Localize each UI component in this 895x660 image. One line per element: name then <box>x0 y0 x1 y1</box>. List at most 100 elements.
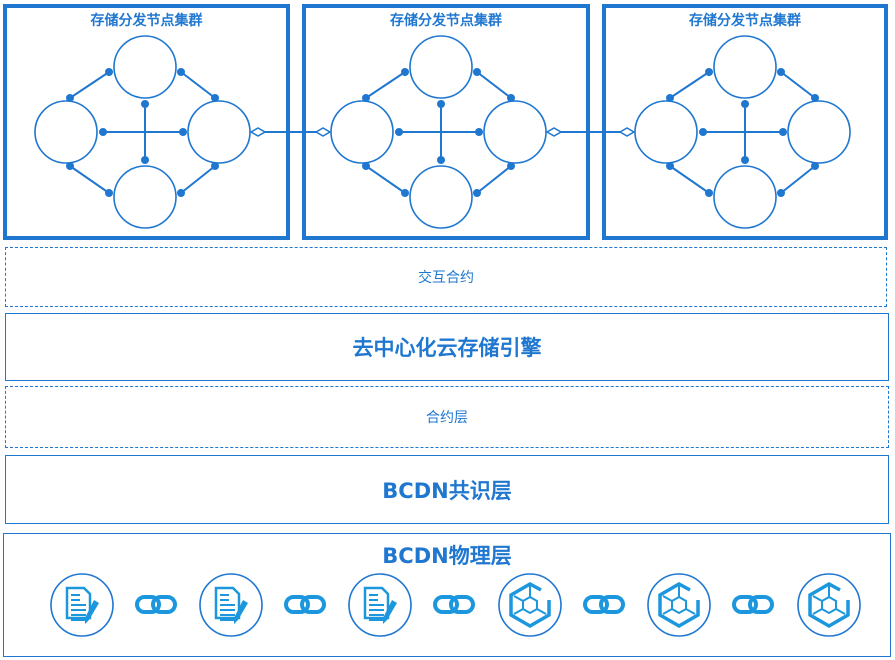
connector-line <box>69 71 110 99</box>
cube-icon <box>647 573 711 637</box>
connector-dot <box>105 189 113 197</box>
cube-edge <box>662 608 673 615</box>
storage-node-circle <box>787 100 851 164</box>
storage-node-circle <box>330 100 394 164</box>
connector-dot <box>666 94 674 102</box>
connector-dot <box>401 189 409 197</box>
diamond-connector-icon <box>249 127 267 137</box>
icon-circle <box>498 573 562 637</box>
interaction-contract-layer: 交互合约 <box>5 247 887 307</box>
connector-dot <box>507 162 515 170</box>
connector-dot <box>473 189 481 197</box>
interaction-contract-label: 交互合约 <box>418 270 474 286</box>
document-shape <box>65 586 92 620</box>
connector-line <box>365 165 406 194</box>
cluster-title: 存储分发节点集群 <box>390 12 502 29</box>
cube-edge <box>662 595 673 602</box>
chain-ring <box>449 595 475 614</box>
physical-icons <box>50 573 861 637</box>
connector-line <box>780 165 816 194</box>
cluster-border <box>602 4 888 240</box>
chain-link-icon <box>135 595 177 614</box>
diamond-connector-icon <box>314 127 332 137</box>
cluster-title: 存储分发节点集群 <box>91 12 203 29</box>
connector-dot <box>475 128 483 136</box>
connector-dot <box>141 156 149 164</box>
connector-dot <box>811 162 819 170</box>
cube-edge <box>685 608 696 615</box>
connector-line <box>180 165 216 194</box>
cube-edge <box>513 608 524 615</box>
connector-dot <box>401 68 409 76</box>
cube-edge <box>536 608 547 615</box>
connector-dot <box>66 94 74 102</box>
connector-dot <box>437 100 445 108</box>
connector-dot <box>741 156 749 164</box>
connector-dot <box>362 94 370 102</box>
chain-ring <box>151 595 177 614</box>
storage-node-circle <box>409 165 473 229</box>
connector-line <box>180 71 216 99</box>
contract-layer-label: 合约层 <box>426 410 468 426</box>
chain-link-icon <box>583 595 625 614</box>
connector-dot <box>179 128 187 136</box>
cube-icon <box>797 573 861 637</box>
connector-dot <box>473 68 481 76</box>
connector-dot <box>777 189 785 197</box>
connector-line <box>780 71 816 99</box>
cube-edge <box>812 595 823 602</box>
storage-engine-label: 去中心化云存储引擎 <box>352 336 542 360</box>
storage-node-circle <box>409 35 473 99</box>
connector-line <box>476 165 512 194</box>
node-cluster: 存储分发节点集群 <box>302 4 590 240</box>
cube-outline <box>658 581 700 629</box>
connector-dot <box>437 156 445 164</box>
storage-engine-layer: 去中心化云存储引擎 <box>5 313 889 381</box>
connector-dot <box>507 94 515 102</box>
diamond-connector-icon <box>618 127 636 137</box>
storage-node-circle <box>634 100 698 164</box>
physical-layer: BCDN物理层 <box>3 533 891 657</box>
connector-dot <box>177 68 185 76</box>
document-shape <box>214 586 241 620</box>
consensus-layer-label: BCDN共识层 <box>382 478 512 503</box>
storage-node-circle <box>713 35 777 99</box>
cube-edge <box>812 608 823 615</box>
connector-dot <box>741 100 749 108</box>
chain-link-icon <box>433 595 475 614</box>
connector-line <box>669 165 710 194</box>
node-cluster: 存储分发节点集群 <box>3 4 290 240</box>
chain-link-icon <box>284 595 326 614</box>
chain-ring <box>599 595 625 614</box>
connector-dot <box>105 68 113 76</box>
connector-dot <box>811 94 819 102</box>
connector-line <box>669 71 710 99</box>
connector-dot <box>362 162 370 170</box>
chain-ring <box>300 595 326 614</box>
storage-node-circle <box>34 100 98 164</box>
connector-dot <box>666 162 674 170</box>
connector-line <box>365 71 406 99</box>
cluster-diagram: 存储分发节点集群存储分发节点集群存储分发节点集群 <box>3 4 888 240</box>
connector-dot <box>699 128 707 136</box>
pen-shape <box>383 600 397 624</box>
document-pen-icon <box>348 573 412 637</box>
connector-dot <box>141 100 149 108</box>
cube-outline <box>808 581 850 629</box>
chain-link-icon <box>732 595 774 614</box>
storage-node-circle <box>483 100 547 164</box>
storage-node-circle <box>713 165 777 229</box>
physical-layer-label: BCDN物理层 <box>382 544 512 568</box>
cluster-border <box>3 4 290 240</box>
document-pen-icon <box>50 573 114 637</box>
storage-node-circle <box>113 165 177 229</box>
storage-node-circle <box>187 100 251 164</box>
cube-edge <box>835 608 846 615</box>
connector-dot <box>66 162 74 170</box>
connector-dot <box>395 128 403 136</box>
cube-edge <box>513 595 524 602</box>
cube-outline <box>509 581 551 629</box>
chain-ring <box>583 595 609 614</box>
document-pen-icon <box>199 573 263 637</box>
diamond-connector-icon <box>545 127 563 137</box>
